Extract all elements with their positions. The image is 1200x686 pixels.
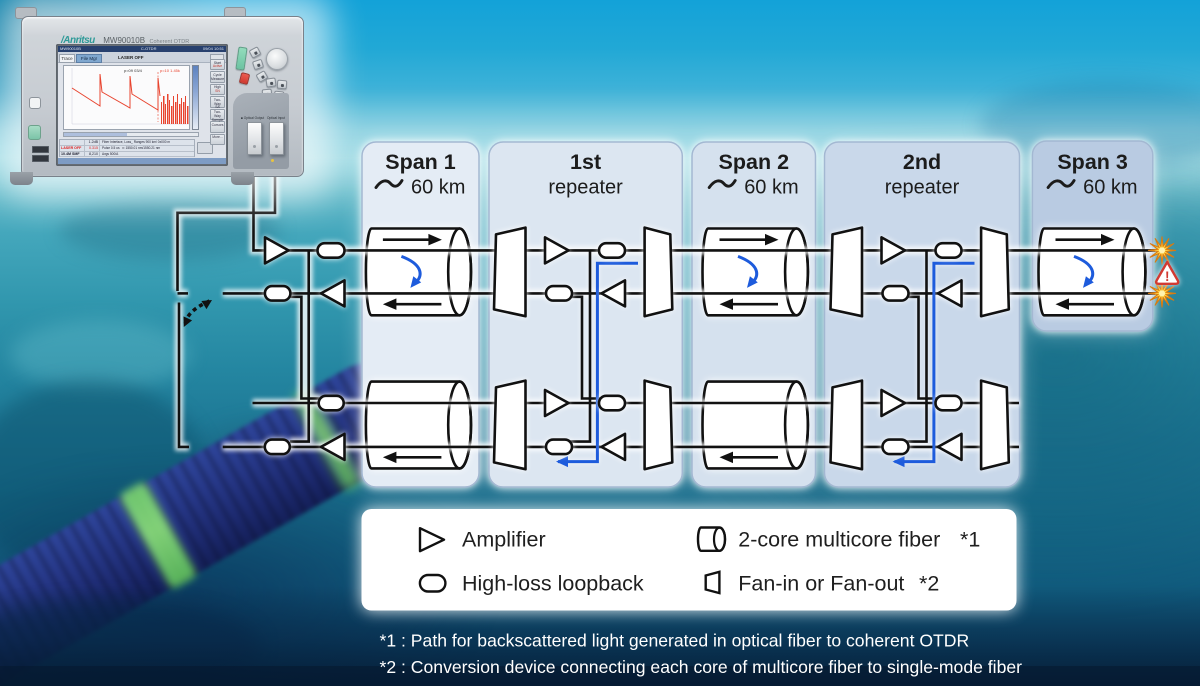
svg-text:repeater: repeater bbox=[548, 177, 623, 199]
svg-text:Span 1: Span 1 bbox=[385, 150, 456, 174]
svg-text:2-core multicore fiber: 2-core multicore fiber bbox=[738, 528, 940, 552]
svg-text:60 km: 60 km bbox=[411, 177, 465, 199]
svg-text:Amplifier: Amplifier bbox=[462, 528, 546, 552]
svg-text:2nd: 2nd bbox=[903, 150, 941, 174]
svg-text:repeater: repeater bbox=[885, 177, 960, 199]
svg-text:*2: *2 bbox=[919, 572, 939, 596]
svg-text:*2 : Conversion device connect: *2 : Conversion device connecting each c… bbox=[380, 657, 1023, 677]
svg-text:Fan-in or Fan-out: Fan-in or Fan-out bbox=[738, 572, 904, 596]
svg-text:*1 : Path for backscattered li: *1 : Path for backscattered light genera… bbox=[380, 631, 970, 651]
svg-text:1st: 1st bbox=[570, 150, 601, 174]
svg-text:*1: *1 bbox=[960, 528, 980, 552]
svg-text:!: ! bbox=[1165, 269, 1170, 284]
svg-text:60 km: 60 km bbox=[1083, 177, 1137, 199]
svg-text:Span 2: Span 2 bbox=[719, 150, 790, 174]
svg-text:p=10 1.45k: p=10 1.45k bbox=[160, 68, 180, 73]
svg-text:Span 3: Span 3 bbox=[1057, 150, 1128, 174]
svg-text:p=09 03/4: p=09 03/4 bbox=[124, 68, 143, 73]
svg-text:60 km: 60 km bbox=[744, 177, 798, 199]
svg-text:High-loss loopback: High-loss loopback bbox=[462, 572, 644, 596]
